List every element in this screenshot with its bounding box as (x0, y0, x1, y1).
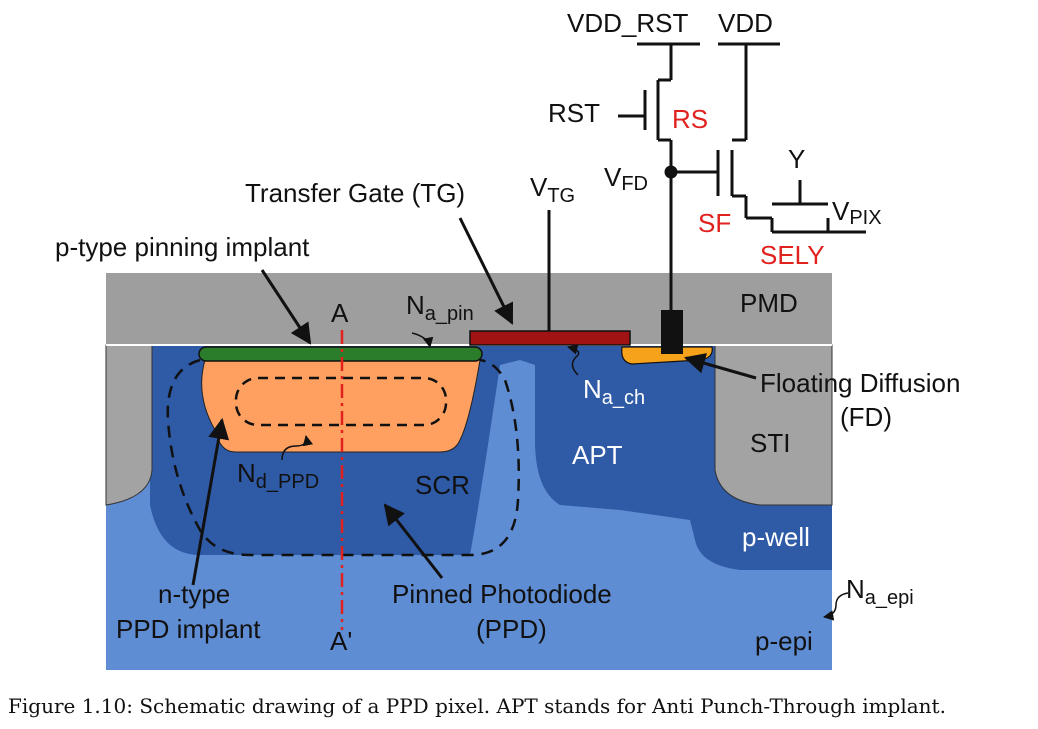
transfer-gate (469, 330, 631, 346)
vdd-rst-label: VDD_RST (567, 8, 688, 38)
ppd-pixel-diagram: VDD_RST VDD RST RS VFD SF Y VPIX SELY VT… (55, 8, 960, 670)
ntype-label: n-type (158, 579, 230, 609)
p-epi-label: p-epi (755, 626, 813, 656)
sti-label: STI (750, 428, 790, 458)
scr-outline (166, 358, 520, 557)
rst-label: RST (548, 98, 600, 128)
vdd-label: VDD (718, 8, 773, 38)
cut-a-label: A (331, 298, 349, 328)
rs-label: RS (672, 104, 708, 134)
pinning-implant-label: p-type pinning implant (55, 232, 310, 262)
p-well-label: p-well (742, 522, 810, 552)
floating-diffusion-abbrev: (FD) (840, 402, 892, 432)
right-sti (714, 344, 833, 506)
pinning-implant (198, 346, 483, 362)
readout-circuit (618, 42, 866, 310)
figure-caption: Figure 1.10: Schematic drawing of a PPD … (8, 694, 946, 718)
left-sti (105, 344, 153, 506)
nd-ppd-label: Nd_PPD (237, 458, 319, 493)
transfer-gate-label: Transfer Gate (TG) (245, 178, 465, 208)
na-ch-label: Na_ch (583, 374, 645, 409)
y-label: Y (788, 144, 805, 174)
pmd-label: PMD (740, 288, 798, 318)
sf-label: SF (698, 208, 731, 238)
pmd-layer (106, 273, 832, 345)
pinned-photodiode-label: Pinned Photodiode (392, 579, 612, 609)
fd-contact (661, 310, 683, 354)
na-epi-label: Na_epi (846, 574, 914, 609)
scr-label: SCR (415, 470, 470, 500)
vpix-label: VPIX (832, 196, 882, 229)
floating-diffusion-label: Floating Diffusion (760, 368, 960, 398)
na-pin-label: Na_pin (406, 290, 474, 325)
vfd-label: VFD (604, 162, 648, 195)
sely-label: SELY (760, 240, 825, 270)
doping-pointers (281, 332, 849, 621)
apt-label: APT (572, 440, 623, 470)
cut-a-prime-label: A' (330, 626, 352, 656)
annotation-arrows (191, 217, 757, 586)
ppd-abbrev-label: (PPD) (476, 614, 547, 644)
ppd-implant-label: PPD implant (116, 614, 261, 644)
vtg-label: VTG (530, 172, 575, 207)
